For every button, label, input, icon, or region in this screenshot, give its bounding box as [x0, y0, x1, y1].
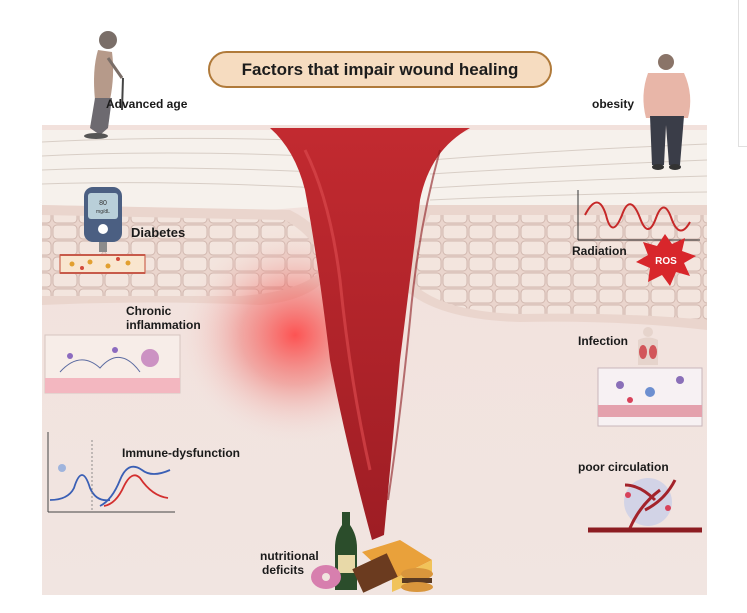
obese-person-icon	[643, 54, 691, 170]
glucometer-unit: mg/dL	[96, 209, 110, 215]
ros-label: ROS	[655, 256, 677, 267]
title-banner: Factors that impair wound healing	[208, 51, 552, 88]
label-chronic: Chronic	[126, 304, 172, 318]
label-immune-dysfunction: Immune-dysfunction	[122, 446, 241, 460]
blood-vessel-strip	[59, 254, 146, 274]
food-items-icon	[311, 512, 433, 593]
label-advanced-age: Advanced age	[106, 97, 188, 111]
immune-dysfunction-graph	[47, 432, 175, 513]
chronic-inflammation-panel	[44, 334, 181, 394]
adjacent-panel-edge	[738, 0, 747, 147]
label-inflammation: inflammation	[126, 318, 201, 332]
label-poor-circulation: poor circulation	[578, 460, 669, 474]
label-infection: Infection	[578, 334, 628, 348]
infection-panel	[597, 327, 703, 427]
label-obesity: obesity	[592, 97, 635, 111]
label-deficits: deficits	[262, 563, 305, 577]
ros-burst-icon	[636, 234, 696, 286]
label-diabetes: Diabetes	[131, 225, 186, 240]
elderly-person-icon	[84, 31, 124, 139]
page-title: Factors that impair wound healing	[241, 59, 519, 79]
wound-gap	[270, 128, 470, 540]
radiation-wave-icon	[577, 190, 700, 241]
glucometer-icon	[84, 187, 122, 252]
glucometer-value: 80	[99, 200, 107, 207]
label-radiation: Radiation	[572, 244, 627, 258]
label-nutritional: nutritional	[260, 549, 319, 563]
poor-circulation-icon	[588, 478, 702, 533]
